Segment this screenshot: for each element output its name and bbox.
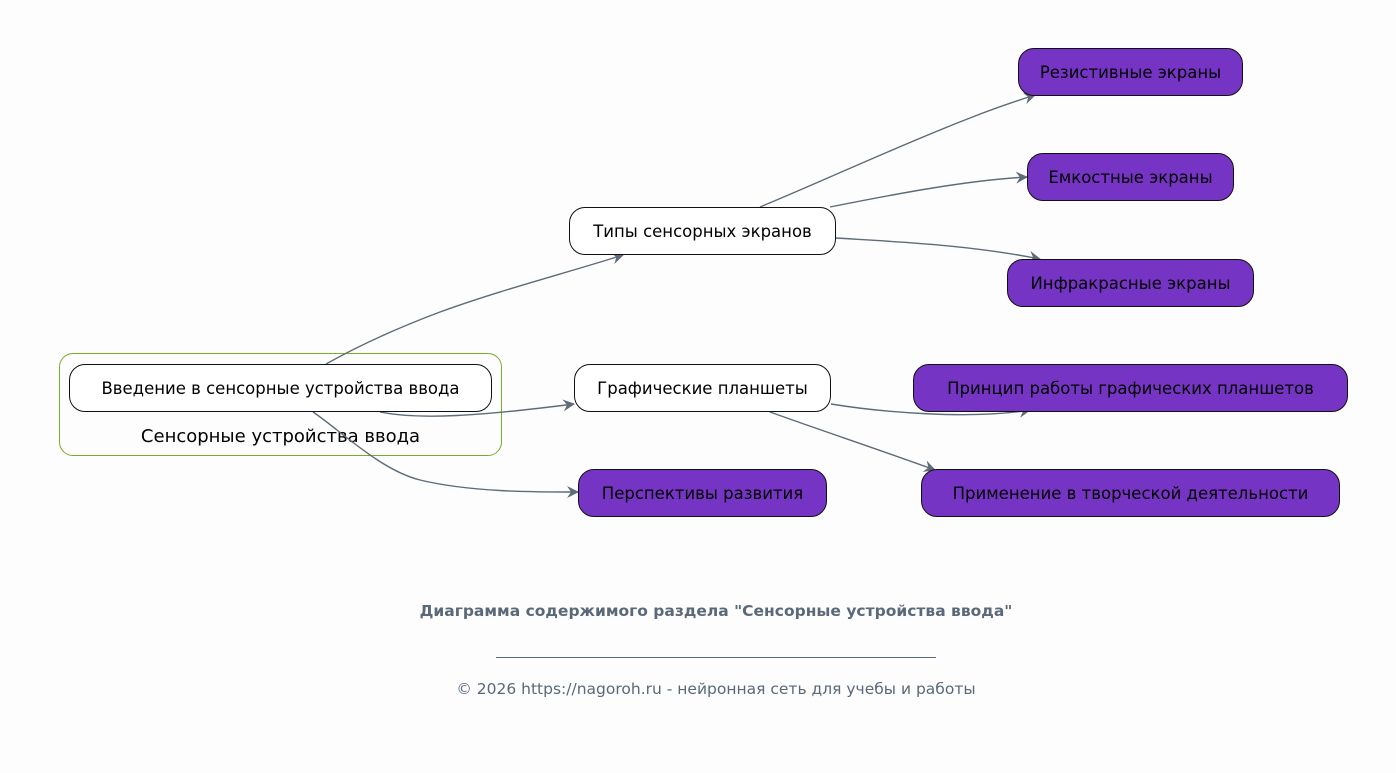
node-touchscreen-types[interactable]: Типы сенсорных экранов: [569, 207, 836, 255]
caption-divider: [496, 657, 936, 658]
edge-types-resistive: [759, 92, 1036, 208]
edge-tablets-principle: [830, 403, 1031, 418]
edge-tablets-creative: [769, 411, 936, 472]
edge-intro-tablets: [379, 399, 575, 417]
edge-types-infrared: [835, 237, 1041, 263]
cluster-frame: [59, 353, 502, 456]
node-tablet-principle[interactable]: Принцип работы графических планшетов: [913, 364, 1348, 412]
node-perspectives[interactable]: Перспективы развития: [578, 469, 827, 517]
node-infrared[interactable]: Инфракрасные экраны: [1007, 259, 1254, 307]
edge-intro-types: [325, 252, 624, 365]
node-graphic-tablets[interactable]: Графические планшеты: [574, 364, 831, 412]
edge-intro-perspectives: [312, 411, 579, 498]
node-creative-use[interactable]: Применение в творческой деятельности: [921, 469, 1340, 517]
node-intro[interactable]: Введение в сенсорные устройства ввода: [69, 364, 492, 412]
footer-copyright: © 2026 https://nagoroh.ru - нейронная се…: [456, 680, 976, 698]
node-capacitive[interactable]: Емкостные экраны: [1027, 153, 1234, 201]
diagram-title: Диаграмма содержимого раздела "Сенсорные…: [419, 602, 1013, 620]
cluster-label: Сенсорные устройства ввода: [140, 426, 421, 447]
node-resistive[interactable]: Резистивные экраны: [1018, 48, 1243, 96]
edge-types-capacitive: [829, 171, 1028, 208]
